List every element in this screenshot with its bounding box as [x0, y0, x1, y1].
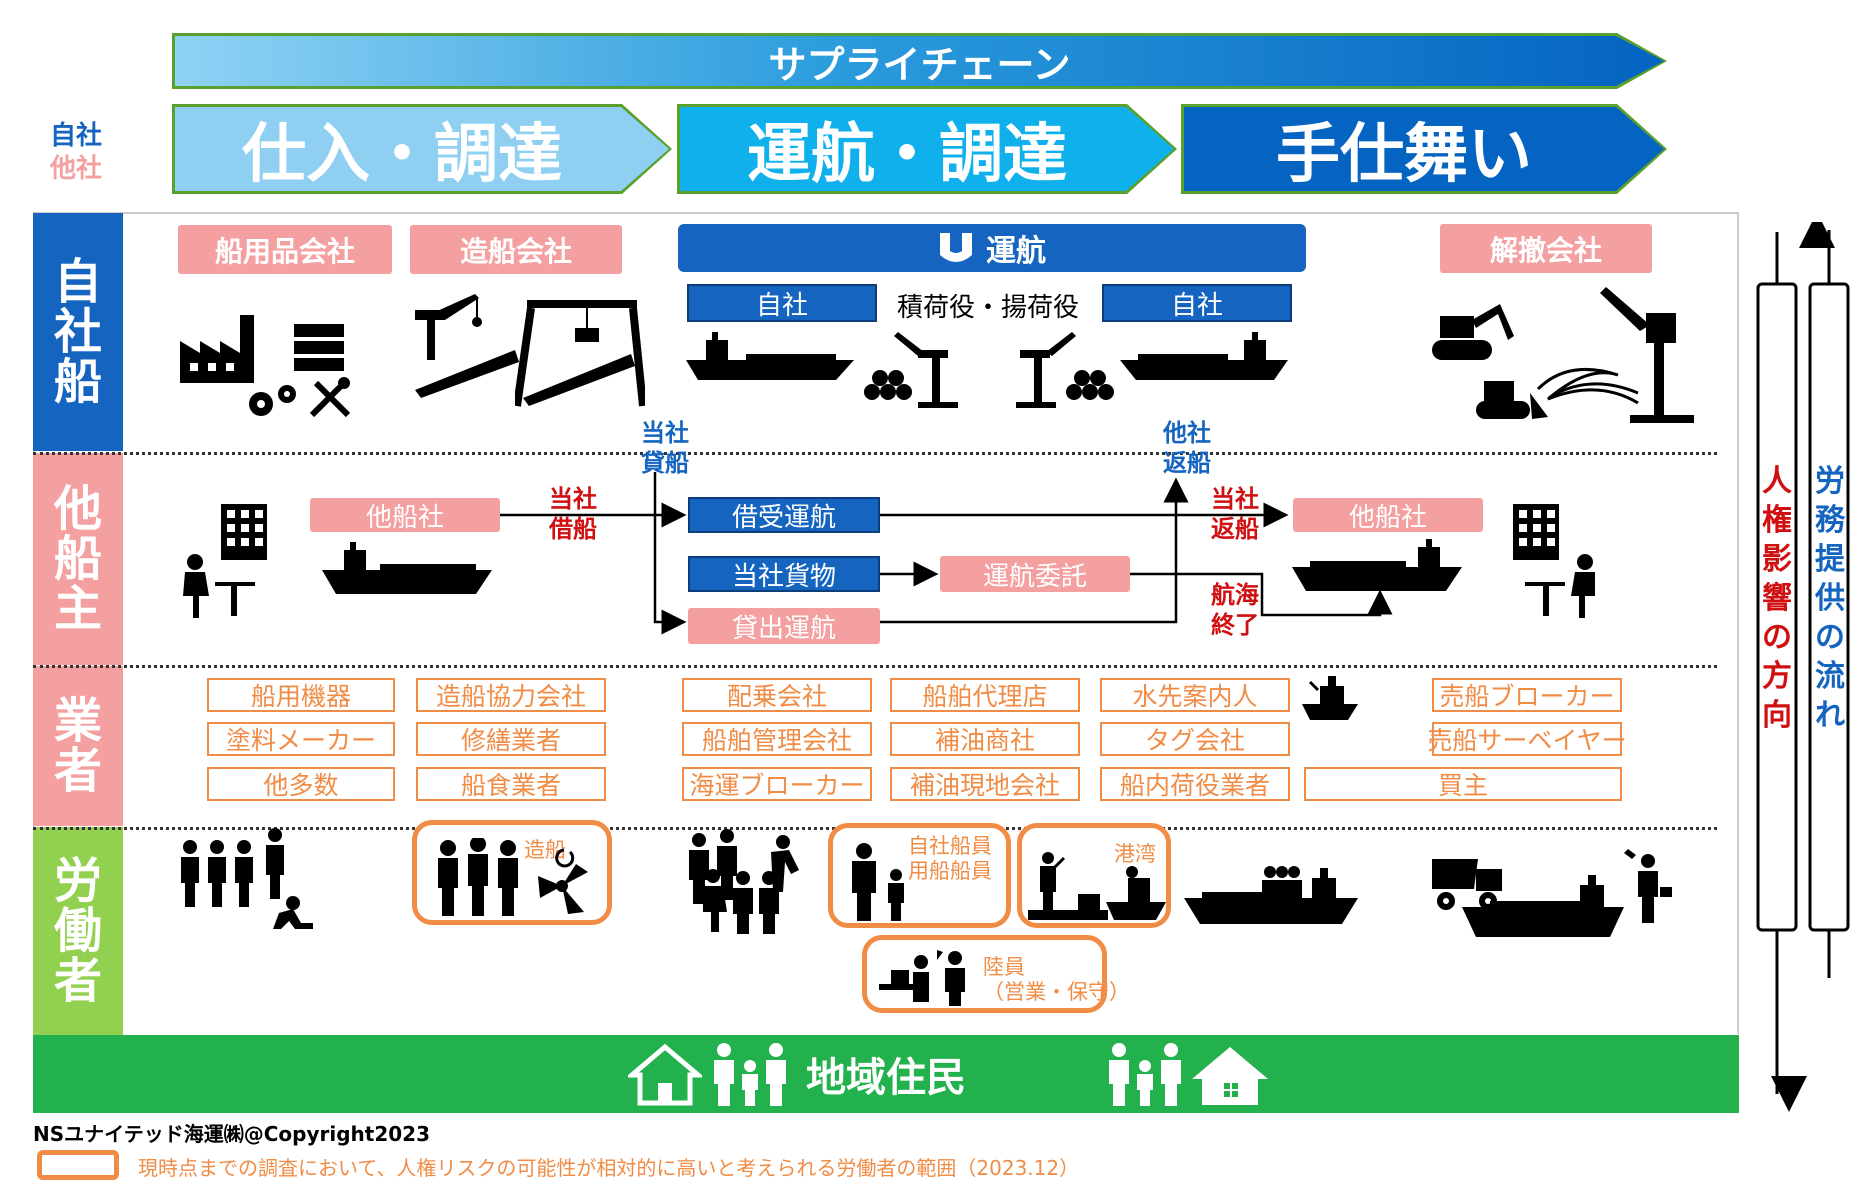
vendor-tag: 船舶管理会社 [682, 722, 872, 756]
company-logo-icon [938, 231, 974, 265]
local-residents-bar: 地域住民 [33, 1035, 1739, 1113]
labor-provision-flow-label: 労務提供の流れ [1815, 464, 1845, 733]
crew-label: 自社船員 用船船員 [908, 834, 992, 883]
our-cargo-tag: 当社貨物 [688, 556, 880, 592]
human-rights-impact-direction-label: 人権影響の方向 [1762, 464, 1792, 733]
stage-closing-label: 手仕舞い [1276, 118, 1532, 192]
other-ship-company-right-tag: 他船社 [1293, 498, 1483, 533]
supply-chain-arrow: サプライチェーン [172, 33, 1667, 89]
office-worker-icon [183, 504, 267, 618]
other-company-return-label: 他社 返船 [1163, 419, 1211, 477]
bulldozer-icon [1476, 381, 1548, 419]
stage-procurement-label: 仕入・調達 [242, 118, 562, 192]
ship-icon [322, 542, 492, 594]
operation-header: 運航 [678, 224, 1306, 272]
vendor-tag: 船用機器 [207, 678, 395, 712]
sublet-operation-tag: 貸出運航 [688, 608, 880, 644]
risk-legend-text: 現時点までの調査において、人権リスクの可能性が相対的に高いと考えられる労働者の範… [138, 1156, 1080, 1180]
copyright-text: NSユナイテッド海運㈱@Copyright2023 [33, 1122, 431, 1146]
factory-icon [180, 315, 254, 383]
shipbuilding-label: 造船 [524, 838, 566, 862]
scrapping-company-tag: 解撤会社 [1440, 224, 1652, 273]
vendor-tag: タグ会社 [1100, 722, 1290, 756]
row-label-other-owner: 他船主 [33, 453, 123, 665]
excavator-icon [1432, 304, 1514, 360]
supply-chain-title: サプライチェーン [768, 42, 1071, 87]
vendor-tag: 海運ブローカー [682, 767, 872, 801]
vendor-tag: 売船サーベイヤー [1427, 722, 1627, 756]
crew-group-icon [689, 829, 799, 934]
port-crane-cargo-icon [1016, 332, 1114, 408]
family-icon [1109, 1043, 1181, 1106]
vendor-tag: 売船ブローカー [1432, 678, 1622, 712]
chartered-operation-tag: 借受運航 [688, 497, 880, 533]
vendor-tag: 配乗会社 [682, 678, 872, 712]
house-icon [1192, 1047, 1268, 1105]
vendor-tag: 船食業者 [416, 767, 606, 801]
tugboat-icon [1302, 676, 1358, 720]
own-company-left-tag: 自社 [687, 284, 877, 322]
operation-consignment-tag: 運航委託 [940, 556, 1130, 592]
stage-operation-arrow: 運航・調達 [677, 104, 1177, 194]
row-label-own-ship: 自社船 [33, 213, 123, 451]
vendor-tag: 水先案内人 [1100, 678, 1290, 712]
family-icon [714, 1043, 786, 1106]
shipbuilder-tag: 造船会社 [410, 225, 622, 274]
legend-own: 自社 [50, 121, 103, 151]
workers-group-icon [181, 828, 313, 929]
port-workers-icon [1028, 852, 1166, 920]
land-staff-icon [879, 950, 965, 1006]
ship-icon [1120, 332, 1288, 380]
office-worker-icon [1513, 504, 1595, 618]
vendor-tag: 補油現地会社 [890, 767, 1080, 801]
cargo-handling-label: 積荷役・揚荷役 [897, 293, 1080, 323]
tools-icon [309, 377, 351, 418]
scrap-crane-icon [1536, 287, 1694, 423]
vendor-tag: 買主 [1304, 767, 1622, 801]
vendor-tag: 他多数 [207, 767, 395, 801]
separator [33, 665, 1717, 668]
separator [33, 452, 1717, 455]
stage-closing-arrow: 手仕舞い [1181, 104, 1667, 194]
row-label-workers: 労働者 [33, 827, 123, 1035]
vendor-tag: 補油商社 [890, 722, 1080, 756]
vendor-tag: 造船協力会社 [416, 678, 606, 712]
other-ship-company-left-tag: 他船社 [310, 498, 500, 533]
shipbuilding-workers-icon [438, 838, 588, 916]
gears-icon [249, 385, 296, 416]
ship-with-maintenance-worker-icon [1462, 849, 1672, 937]
house-icon [628, 1043, 702, 1106]
legend-other: 他社 [50, 154, 103, 184]
our-charter-out-label: 当社 貸船 [641, 419, 689, 477]
vendor-tag: 塗料メーカー [207, 722, 395, 756]
land-staff-label: 陸員 （営業・保守） [983, 955, 1130, 1004]
vendor-tag: 船内荷役業者 [1100, 767, 1290, 801]
crane-ship-icon [415, 294, 519, 398]
stage-operation-label: 運航・調達 [747, 118, 1067, 192]
port-label: 港湾 [1114, 842, 1156, 866]
ship-with-crew-icon [1184, 866, 1358, 924]
voyage-end-label: 航海 終了 [1211, 581, 1259, 639]
land-staff-risk-box [862, 935, 1107, 1013]
stage-procurement-arrow: 仕入・調達 [172, 104, 672, 194]
port-crane-cargo-icon [864, 332, 958, 408]
ship-supplies-company-tag: 船用品会社 [178, 225, 392, 274]
vendor-tag: 船舶代理店 [890, 678, 1080, 712]
row-label-vendors: 業者 [33, 666, 123, 826]
ship-icon [686, 332, 854, 380]
seafarers-icon [852, 843, 904, 921]
vendor-tag: 修繕業者 [416, 722, 606, 756]
our-return-label: 当社 返船 [1211, 485, 1259, 543]
own-company-right-tag: 自社 [1102, 284, 1292, 322]
ship-icon [1292, 539, 1462, 591]
gantry-crane-ship-icon [515, 300, 645, 407]
dump-truck-icon [1432, 859, 1502, 910]
right-flow-arrows [1756, 222, 1850, 1112]
server-icon [294, 324, 344, 371]
our-charter-in-label: 当社 借船 [549, 485, 597, 543]
local-residents-label: 地域住民 [806, 1055, 966, 1101]
risk-legend-swatch [37, 1150, 119, 1180]
operation-label: 運航 [986, 234, 1046, 269]
